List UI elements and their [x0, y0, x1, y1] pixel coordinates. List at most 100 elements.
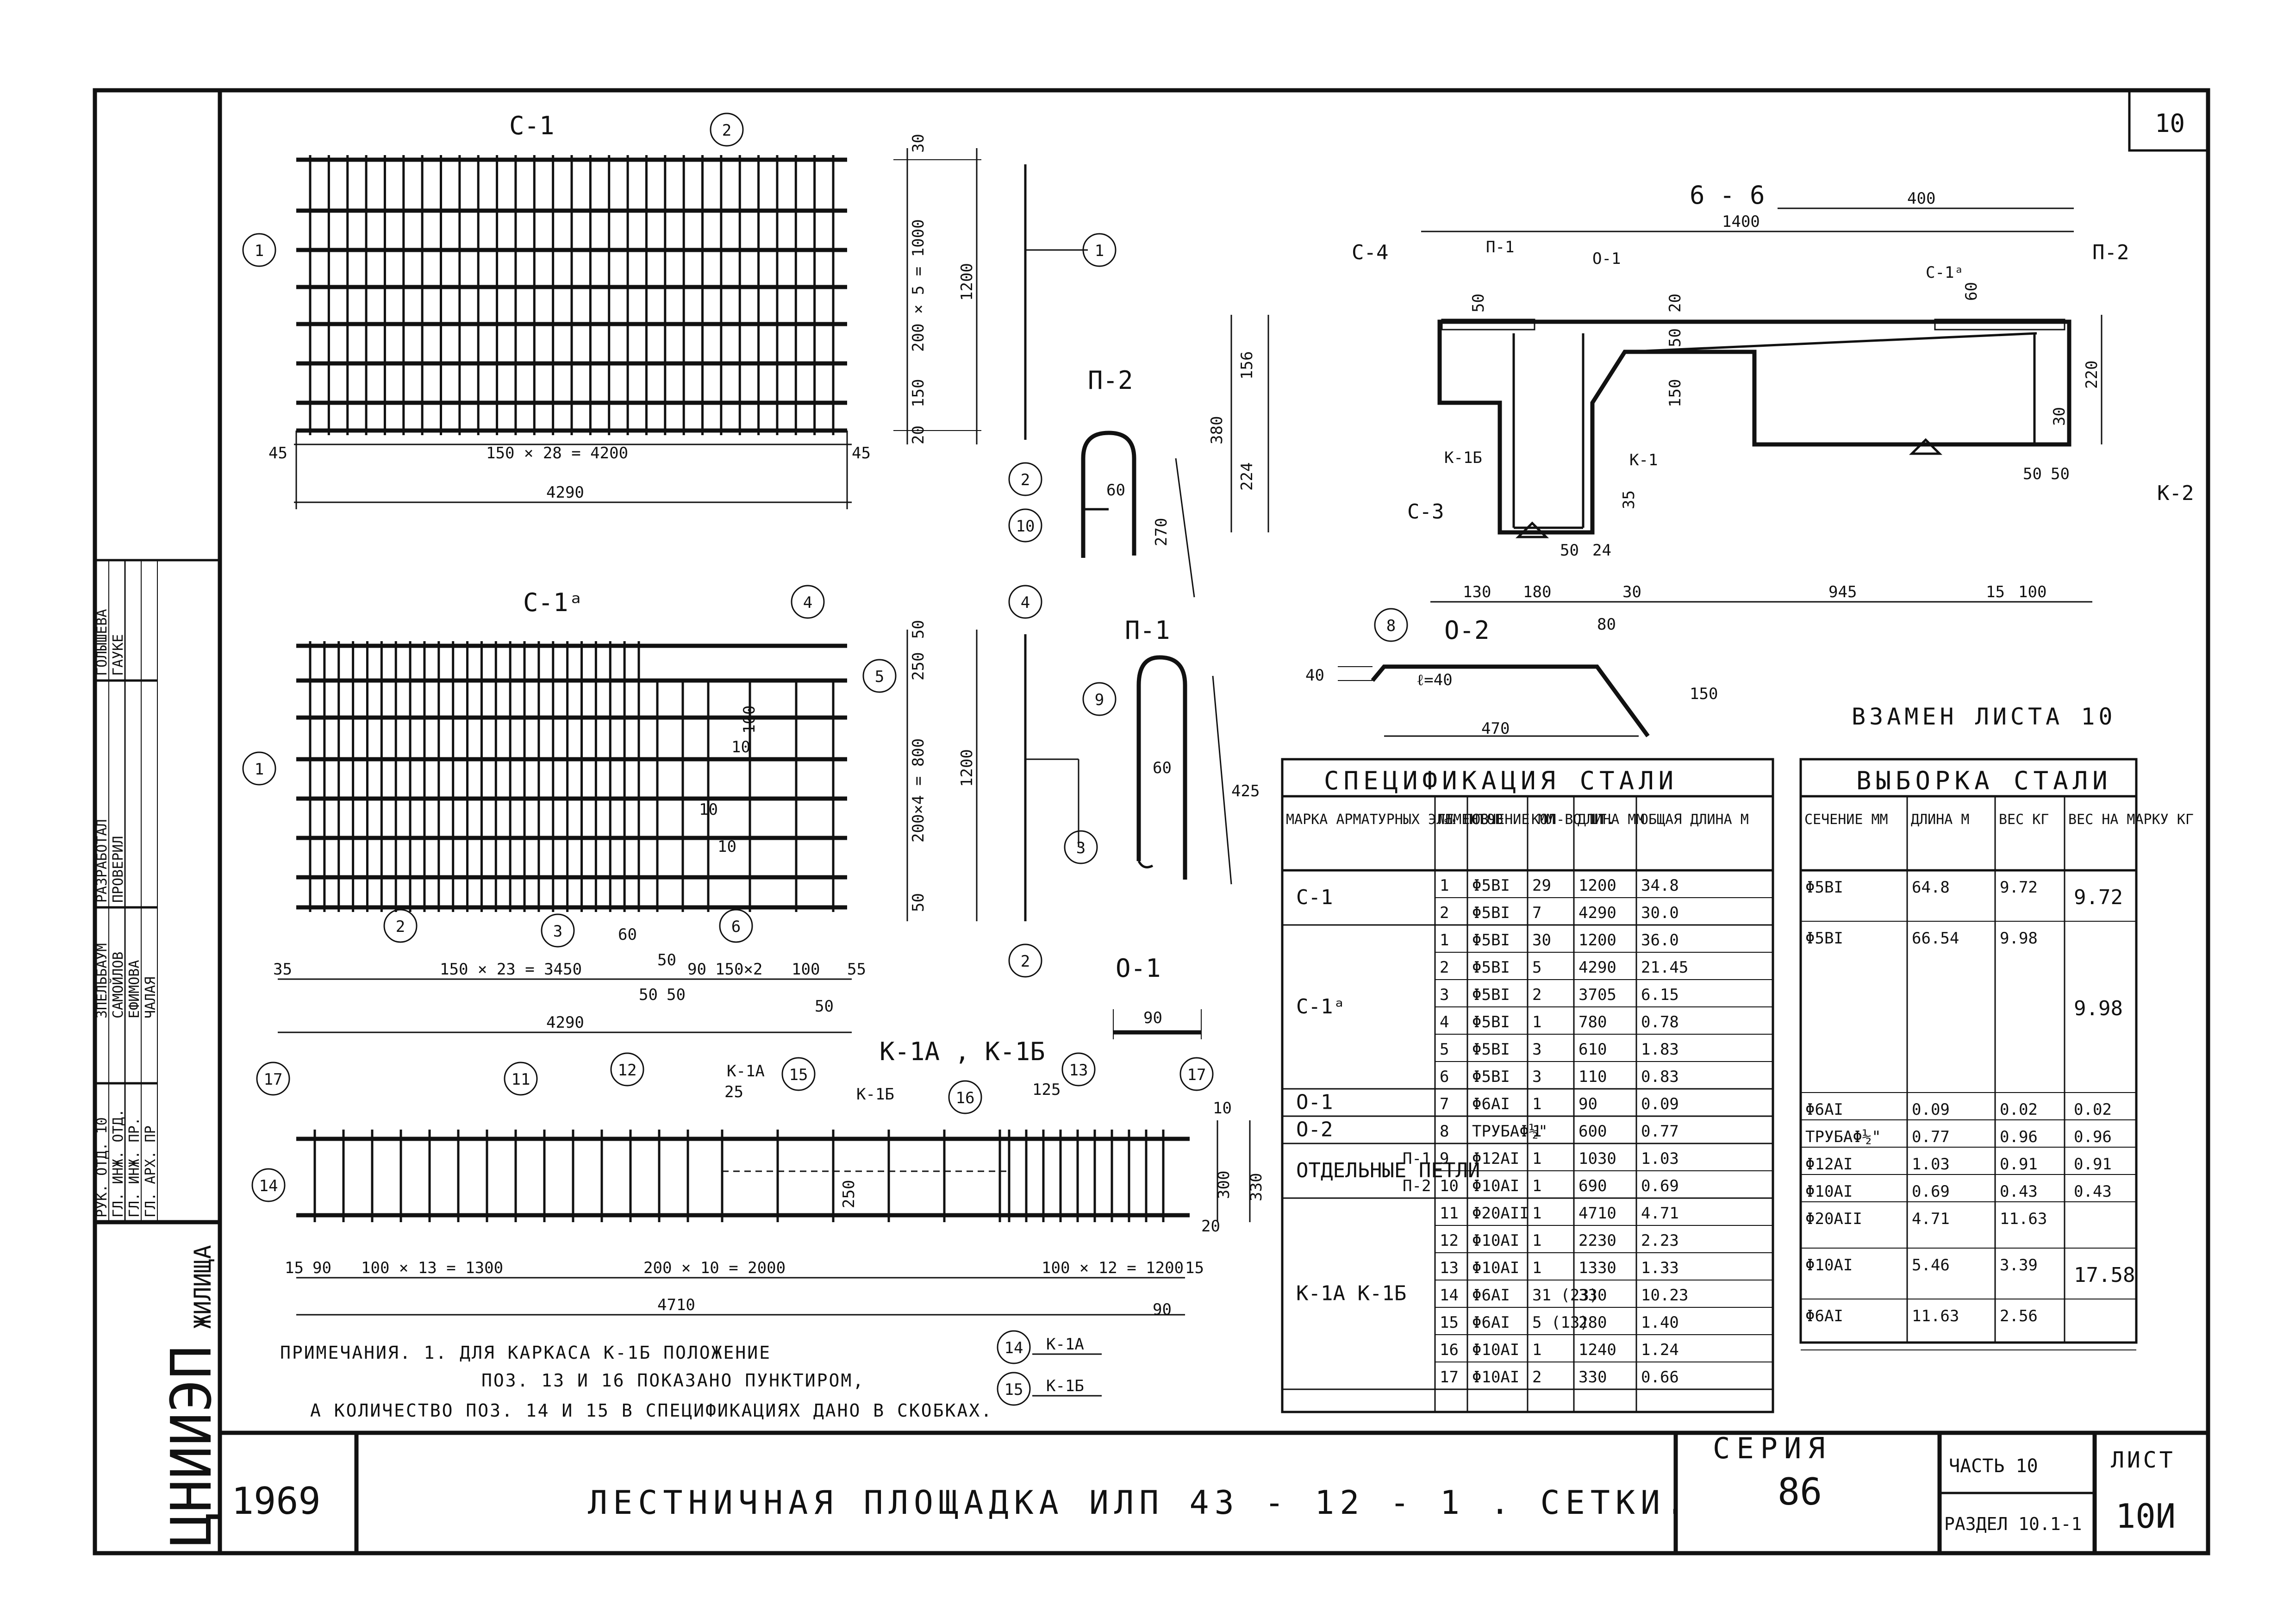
sec-dim-50a: 50	[2023, 465, 2042, 483]
spec-cell: 11	[1440, 1204, 1459, 1223]
selection-total: 0.02	[2074, 1100, 2112, 1119]
selection-section: Φ6АI	[1805, 1307, 1843, 1325]
c1-title: С-1	[509, 111, 555, 140]
spec-cell: 1	[1532, 1204, 1541, 1223]
c1a-mesh	[296, 641, 847, 912]
spec-sub-mark: П-2	[1403, 1177, 1431, 1195]
selection-length: 11.63	[1912, 1307, 1959, 1325]
o1-dim-90: 90	[1143, 1009, 1162, 1027]
spec-cell: 2.23	[1641, 1231, 1679, 1250]
callout-circle	[710, 112, 744, 147]
callout-number: 1	[255, 242, 264, 260]
spec-cell: 280	[1578, 1313, 1607, 1332]
callout-number: 14	[1004, 1339, 1023, 1357]
o2-title: О-2	[1444, 616, 1490, 645]
c1a-dim-50a: 50	[657, 951, 676, 969]
spec-cell: 1200	[1578, 876, 1616, 895]
spec-cell: 9	[1440, 1149, 1449, 1168]
spec-cell: 30	[1532, 931, 1551, 949]
role-1: РУК. ОТД. 10	[94, 1117, 110, 1218]
p1-dim-425: 425	[1231, 782, 1260, 800]
callout-circle	[504, 1062, 538, 1096]
callout-number: 9	[1095, 691, 1104, 709]
sec-dim-180: 180	[1523, 583, 1551, 601]
sec-dim-30: 30	[1622, 583, 1641, 601]
o2-dim-40: 40	[1305, 666, 1324, 685]
c1a-dim-v1: 200×4 = 800	[909, 738, 928, 843]
kframe-dim-90a: 90	[312, 1259, 331, 1277]
kframe-dim-25: 25	[724, 1083, 743, 1101]
sec-dim-156: 156	[1238, 351, 1256, 380]
sec-dim-100: 100	[2018, 583, 2046, 601]
note-line-2: ПОЗ. 13 И 16 ПОКАЗАНО ПУНКТИРОМ,	[481, 1370, 865, 1391]
spec-cell: 1030	[1578, 1149, 1616, 1168]
name-3: ЕФИМОВА	[126, 960, 143, 1018]
c1a-dim-total: 4290	[546, 1013, 584, 1032]
selection-header-2: ВЕС КГ	[1999, 812, 2049, 828]
c1a-dim-55: 55	[847, 960, 866, 979]
callout-number: 14	[259, 1177, 278, 1195]
o2-dim-150: 150	[1690, 685, 1718, 703]
c1-dimensions: 45 150 × 28 = 4200 45 4290 30 200 × 5 = …	[268, 134, 981, 509]
spec-cell: Φ5ВI	[1472, 1068, 1510, 1086]
c1-mesh	[296, 155, 847, 435]
callout-number: 4	[1021, 593, 1030, 612]
spec-cell: 780	[1578, 1013, 1607, 1031]
c1a-dim-50b: 50	[639, 986, 658, 1004]
spec-cell: 1	[1532, 1177, 1541, 1195]
spec-cell: Φ5ВI	[1472, 931, 1510, 949]
c1a-dim-50bot: 50	[909, 893, 928, 912]
sec-dim-150v: 150	[1666, 379, 1685, 407]
c1a-dim-100: 100	[792, 960, 820, 979]
callout-number: 3	[1076, 839, 1086, 857]
sec-c3: С-3	[1407, 500, 1444, 524]
selection-weight: 0.96	[2000, 1128, 2038, 1146]
spec-cell: Φ10АI	[1472, 1177, 1519, 1195]
name2-1: ГОЛЫШЕВА	[94, 609, 110, 676]
spec-cell: Φ10АI	[1472, 1341, 1519, 1359]
c1a-dimensions: 35 150 × 23 = 3450 60 50 90 150×2 100 55…	[273, 620, 978, 1033]
spec-cell: 330	[1578, 1368, 1607, 1387]
selection-length: 5.46	[1912, 1256, 1950, 1274]
p2-dim-270: 270	[1152, 518, 1171, 546]
kframe-dimensions: К-1А 25 К-1Б 125 15 90 100 × 13 = 1300 2…	[285, 1062, 1266, 1319]
spec-cell: Φ5ВI	[1472, 1013, 1510, 1031]
kframe-dim-seg3: 100 × 12 = 1200	[1042, 1259, 1184, 1277]
c1a-dim-90: 90	[687, 960, 706, 979]
callout-circle	[1061, 1052, 1096, 1087]
c1-dim-v1: 200 × 5 = 1000	[909, 219, 928, 352]
c1a-dim-50d: 50	[815, 997, 834, 1016]
spec-cell: 1	[1532, 1259, 1541, 1277]
c1a-side	[1024, 634, 1079, 921]
spec-cell: 7	[1532, 904, 1541, 922]
spec-cell: 12	[1440, 1231, 1459, 1250]
kframe-dim-10: 10	[1213, 1099, 1232, 1118]
p2-title: П-2	[1088, 366, 1133, 395]
callout-circle	[1374, 608, 1408, 642]
selection-weight: 9.72	[2000, 878, 2038, 897]
c1a-dim-10b: 10	[699, 800, 718, 819]
c1-dim-top: 30	[909, 134, 928, 153]
spec-cell: 5	[1440, 1040, 1449, 1059]
kframe-dim-seg1: 100 × 13 = 1300	[361, 1259, 503, 1277]
selection-section: Φ20АII	[1805, 1210, 1862, 1228]
spec-cell: Φ5ВI	[1472, 1040, 1510, 1059]
selection-section: ТРУБАΦ½"	[1805, 1128, 1881, 1146]
part-label: ЧАСТЬ 10	[1949, 1455, 2038, 1477]
selection-total: 0.91	[2074, 1155, 2112, 1174]
replaces-note: ВЗАМЕН ЛИСТА 10	[1852, 703, 2116, 730]
spec-cell: 0.09	[1641, 1095, 1679, 1113]
callout-circle	[997, 1330, 1031, 1364]
sheet-frame	[93, 88, 2210, 1555]
c1-dim-span: 150 × 28 = 4200	[486, 444, 628, 462]
kframe-dim-125: 125	[1032, 1081, 1061, 1099]
legend-k1a: К-1А	[1046, 1335, 1084, 1354]
callout-circle	[383, 909, 418, 943]
selection-length: 64.8	[1912, 878, 1950, 897]
spec-cell: 0.69	[1641, 1177, 1679, 1195]
org-suffix: ЖИЛИЩА	[189, 1245, 216, 1329]
c1a-dim-left: 35	[273, 960, 292, 979]
spec-cell: 690	[1578, 1177, 1607, 1195]
c1a-dim-10: 10	[731, 738, 750, 756]
spec-header-2: СЕЧЕНИЕ ММ	[1471, 812, 1555, 828]
